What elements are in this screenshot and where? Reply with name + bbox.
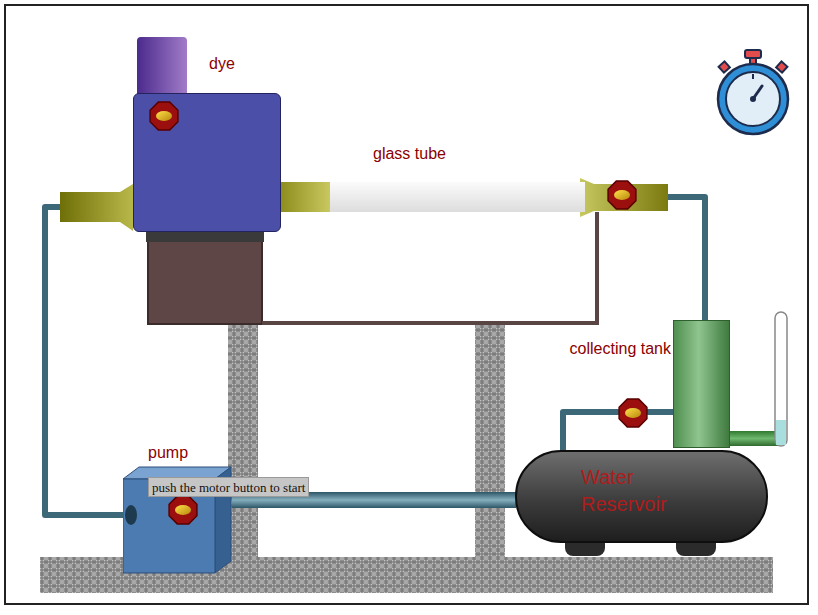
stopwatch-crown [745,50,761,58]
motor-button-label: push the motor button to start [148,477,309,497]
support-pillar [228,325,258,560]
reservoir-label: Water Reservoir [581,464,693,518]
motor-instruction: push the motor button to start [152,480,305,495]
feed-pipe [45,207,133,515]
collecting-tank: collecting tank [673,320,730,448]
return-pipe [563,412,673,452]
support-pillar [475,325,505,560]
dye-bottle [137,37,187,99]
stopwatch-button [776,61,787,72]
outlet-pipe [585,197,705,320]
dye-label: dye [209,54,235,73]
outlet-fitting [580,178,668,217]
manometer-tube [775,312,787,446]
dye-valve [150,102,178,130]
outlet-valve [608,181,636,209]
pump-label: pump [148,443,188,462]
water-reservoir: Water Reservoir [515,450,768,543]
tube-coupling [281,182,330,212]
page-frame [5,5,808,604]
glass-tube: glass tube [330,182,585,212]
dye-valve-svg [134,94,282,233]
inlet-fitting [60,184,133,231]
dye-tank: dye [133,93,281,232]
stopwatch-face [726,72,780,126]
stand-box [148,232,262,324]
stopwatch-tick [752,74,754,79]
stopwatch-case [718,64,788,134]
table-frame [262,212,597,323]
stopwatch-pivot [750,96,756,102]
pump-valve [169,496,197,524]
manometer-pipe [728,431,778,446]
stand-box-top [146,232,264,242]
stopwatch-icon [718,50,788,134]
glass-tube-label: glass tube [373,144,446,163]
pump-opening [125,505,137,525]
collecting-tank-label: collecting tank [570,339,671,358]
stopwatch-button [719,61,730,72]
return-valve [619,399,647,427]
manometer-water [776,420,786,445]
